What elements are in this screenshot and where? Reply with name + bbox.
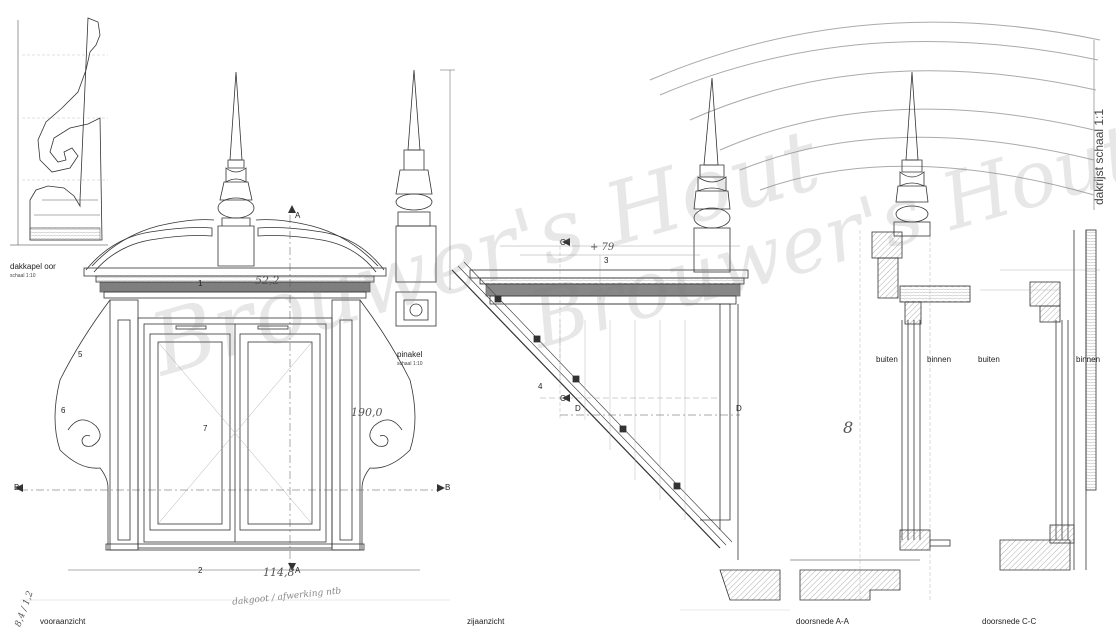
handwritten-note-2: 114,8 [263,566,295,579]
label-dakrijst: dakrijst schaal 1:1 [1092,108,1106,205]
section-marker-a-bottom: A [295,566,301,575]
pinakel-detail [395,69,455,327]
section-marker-b-right: B [445,483,451,492]
label-dakkapel-oor-scale: schaal 1:10 [10,273,36,279]
detail-number-4: 4 [538,382,543,391]
handwritten-note-1: 52,2 [255,274,280,287]
section-marker-b-left: B [14,483,20,492]
detail-number-8: 8 [843,418,854,437]
label-pinakel-scale: schaal 1:10 [397,361,423,367]
detail-number-1: 1 [198,279,203,288]
section-aa [790,71,971,601]
label-binnen-1: binnen [927,355,952,364]
handwritten-note-4: + 79 [590,242,615,253]
side-view-dormer [451,77,790,611]
section-marker-d-left: D [575,404,581,413]
label-vooraanzicht: vooraanzicht [40,617,86,626]
label-buiten-1: buiten [876,355,898,364]
dakkapel-oor-detail [10,17,108,246]
section-marker-arrows [15,205,570,571]
label-buiten-2: buiten [978,355,1000,364]
detail-number-2: 2 [198,566,203,575]
label-doorsnede-aa: doorsnede A-A [796,617,849,626]
detail-number-6: 6 [61,406,66,415]
section-marker-a-top: A [295,211,301,220]
label-binnen-2: binnen [1076,355,1101,364]
section-marker-d-right: D [736,404,742,413]
detail-number-7: 7 [203,424,208,433]
dakrijst-profile-sweep [649,21,1101,210]
detail-number-3: 3 [604,256,609,265]
section-marker-c-mid: C [560,394,566,403]
section-cc [980,229,1100,571]
handwritten-note-3: 190,0 [351,406,383,419]
section-marker-c-top: C [560,238,566,247]
label-dakkapel-oor: dakkapel oor [10,262,56,271]
label-zijaanzicht: zijaanzicht [467,617,505,626]
label-pinakel: pinakel [397,350,423,359]
label-doorsnede-cc: doorsnede C-C [982,617,1037,626]
detail-number-5: 5 [78,350,83,359]
front-view-dormer [20,71,450,601]
